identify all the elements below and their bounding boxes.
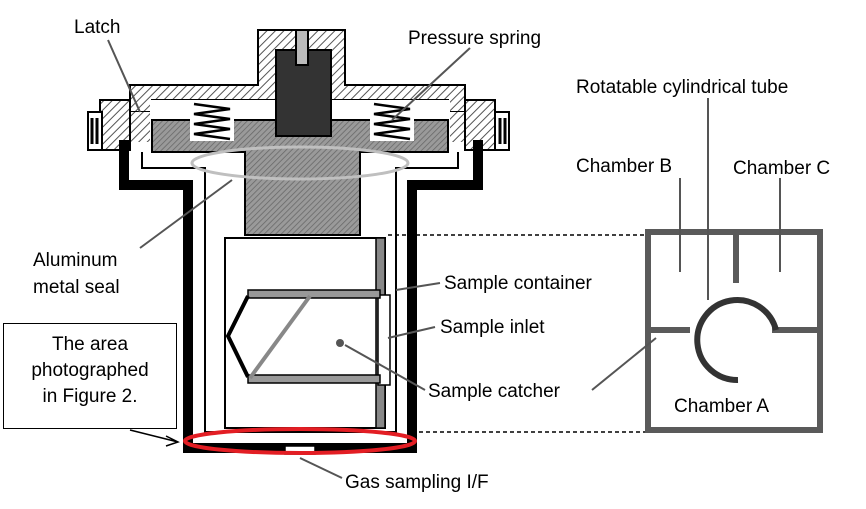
label-chamber-b: Chamber B — [576, 156, 672, 177]
latch-left — [87, 99, 131, 151]
spring-right — [370, 101, 414, 141]
sample-inlet-slot — [377, 294, 391, 386]
photographed-area-ellipse — [183, 427, 417, 455]
label-aluminum-seal-line2: metal seal — [33, 277, 120, 298]
label-aluminum-seal-line1: Aluminum — [33, 250, 117, 271]
spring-left — [190, 101, 234, 141]
label-rotatable-tube: Rotatable cylindrical tube — [576, 77, 788, 98]
photo-note-line2: photographed — [31, 360, 149, 381]
label-latch: Latch — [74, 17, 120, 38]
label-sample-catcher: Sample catcher — [428, 381, 561, 402]
sample-container-box — [224, 237, 386, 429]
cross-section-view — [645, 229, 823, 433]
photographed-area-note: The area photographed in Figure 2. — [3, 323, 177, 429]
center-pin — [295, 29, 309, 66]
sample-catcher — [225, 289, 381, 384]
photo-note-line1: The area — [51, 334, 129, 355]
aluminum-seal-ring — [190, 145, 410, 181]
photo-note-line3: in Figure 2. — [42, 386, 138, 407]
label-pressure-spring: Pressure spring — [408, 28, 541, 49]
label-chamber-c: Chamber C — [733, 158, 830, 179]
leader-lines — [107, 39, 781, 479]
label-chamber-a: Chamber A — [674, 396, 769, 417]
label-sample-inlet: Sample inlet — [440, 317, 545, 338]
label-gas-sampling: Gas sampling I/F — [345, 472, 489, 493]
label-sample-container: Sample container — [444, 273, 593, 294]
latch-right — [464, 99, 510, 151]
